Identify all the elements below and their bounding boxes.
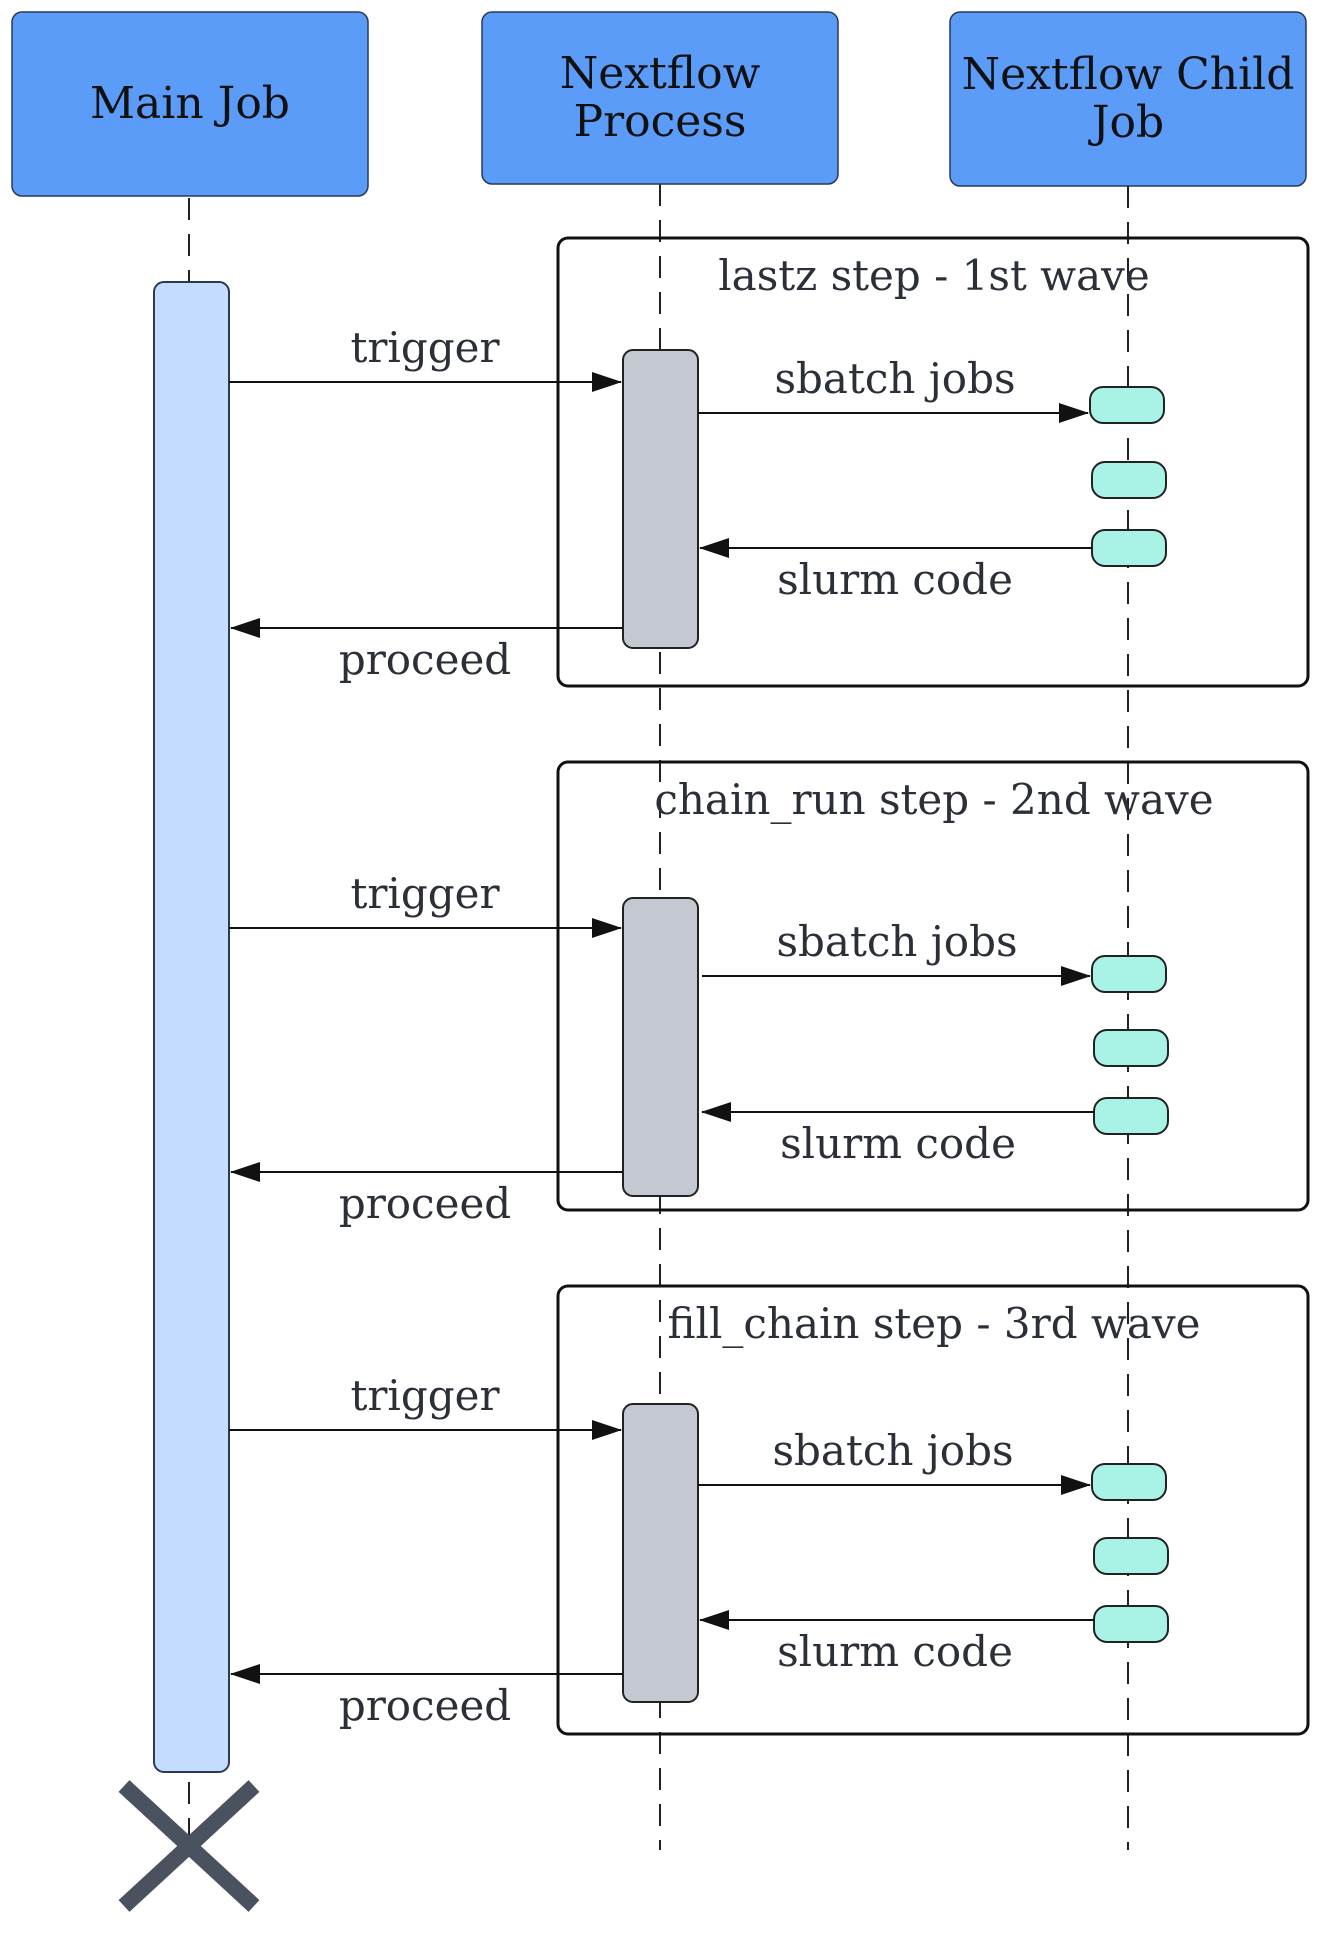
destroy-x-icon	[118, 1780, 260, 1912]
frame-chain-run-step: chain_run step - 2nd wave trigger sbatch…	[229, 760, 1310, 1228]
child-job-activation	[1093, 1605, 1169, 1643]
participant-nextflow-process-label-line2: Process	[574, 96, 747, 147]
sbatch-jobs-label: sbatch jobs	[772, 1426, 1013, 1475]
child-job-activation	[1093, 1537, 1169, 1575]
child-job-activation	[1091, 1463, 1167, 1501]
main-job-activation	[153, 281, 230, 1773]
frame-title: chain_run step - 2nd wave	[654, 775, 1213, 824]
participant-nextflow-process: Nextflow Process	[481, 11, 839, 185]
participant-nextflow-child-job: Nextflow Child Job	[949, 11, 1307, 187]
frame-title: lastz step - 1st wave	[718, 251, 1150, 300]
sbatch-jobs-label: sbatch jobs	[774, 354, 1015, 403]
proceed-label: proceed	[339, 1179, 511, 1228]
participant-nextflow-child-label-line2: Job	[1088, 97, 1164, 148]
frame-fill-chain-step: fill_chain step - 3rd wave trigger sbatc…	[229, 1284, 1310, 1736]
participant-main-job: Main Job	[11, 11, 369, 197]
slurm-code-label: slurm code	[780, 1119, 1016, 1168]
process-activation	[622, 1403, 699, 1703]
frame-title: fill_chain step - 3rd wave	[668, 1299, 1201, 1348]
child-job-activation	[1089, 386, 1165, 424]
trigger-label: trigger	[350, 869, 500, 918]
process-activation	[622, 349, 699, 649]
sbatch-jobs-label: sbatch jobs	[776, 917, 1017, 966]
slurm-code-label: slurm code	[777, 1627, 1013, 1676]
trigger-label: trigger	[350, 1371, 500, 1420]
proceed-label: proceed	[339, 1681, 511, 1730]
participant-nextflow-process-label-line1: Nextflow	[560, 48, 761, 99]
child-job-activation	[1093, 1097, 1169, 1135]
frame-lastz-step: lastz step - 1st wave trigger sbatch job…	[229, 236, 1310, 688]
child-job-activation	[1091, 529, 1167, 567]
child-job-activation	[1091, 461, 1167, 499]
trigger-label: trigger	[350, 323, 500, 372]
slurm-code-label: slurm code	[777, 555, 1013, 604]
process-activation	[622, 897, 699, 1197]
child-job-activation	[1093, 1029, 1169, 1067]
participant-main-job-label: Main Job	[90, 78, 290, 129]
proceed-label: proceed	[339, 635, 511, 684]
participant-nextflow-child-label-line1: Nextflow Child	[962, 49, 1295, 100]
child-job-activation	[1091, 955, 1167, 993]
